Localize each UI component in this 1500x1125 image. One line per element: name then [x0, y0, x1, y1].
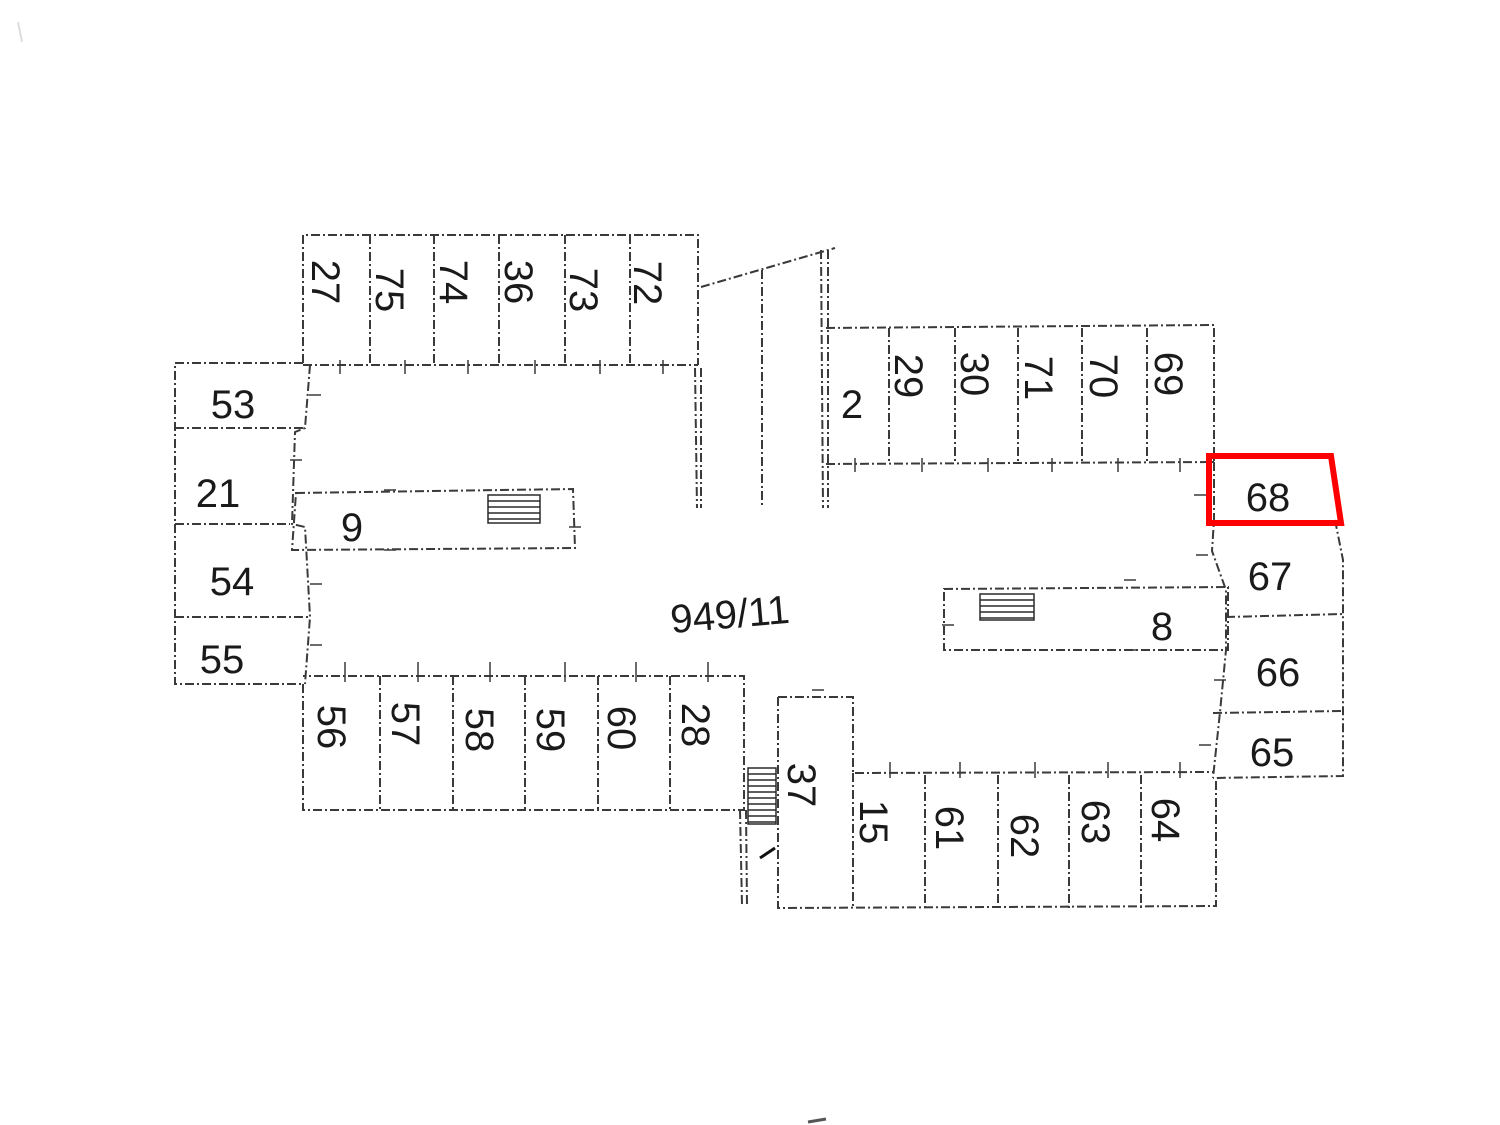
inner-block-8: [943, 585, 1229, 651]
unit-label-74: 74: [431, 260, 475, 305]
bottom-left-units: [302, 675, 748, 906]
highlight-unit-68: [1206, 453, 1345, 526]
bottom-right-units: [777, 696, 1217, 910]
unit-label-56: 56: [309, 705, 353, 750]
top-left-units: [302, 234, 699, 366]
common-area-label: 949/11: [669, 588, 792, 642]
unit-label-2: 2: [841, 383, 863, 427]
unit-label-57: 57: [383, 702, 427, 747]
unit-label-60: 60: [599, 706, 643, 751]
unit-label-53: 53: [211, 383, 256, 427]
stair-symbol-left: [487, 494, 541, 524]
unit-label-8: 8: [1151, 605, 1173, 649]
unit-label-58: 58: [457, 708, 501, 753]
unit-label-30: 30: [952, 352, 996, 397]
unit-label-29: 29: [886, 354, 930, 399]
unit-label-15: 15: [851, 800, 895, 845]
unit-label-61: 61: [927, 806, 971, 851]
unit-label-72: 72: [625, 261, 669, 306]
wall-ticks: [290, 360, 1226, 778]
unit-label-59: 59: [528, 708, 572, 753]
unit-label-63: 63: [1073, 800, 1117, 845]
unit-label-68: 68: [1246, 476, 1291, 520]
entrance-corridor: [694, 247, 836, 509]
unit-label-75: 75: [367, 268, 411, 313]
unit-label-66: 66: [1256, 651, 1301, 695]
unit-label-67: 67: [1248, 555, 1293, 599]
top-right-units: [825, 323, 1215, 465]
unit-label-55: 55: [200, 638, 245, 682]
unit-label-21: 21: [196, 472, 241, 516]
unit-label-28: 28: [673, 703, 717, 748]
stray-mark: [807, 1117, 827, 1124]
unit-label-27: 27: [303, 260, 347, 305]
left-units: [174, 362, 312, 685]
stair-symbol-right: [979, 593, 1035, 621]
unit-label-54: 54: [210, 560, 255, 604]
unit-label-64: 64: [1143, 798, 1187, 843]
unit-label-69: 69: [1146, 352, 1190, 397]
unit-label-9: 9: [341, 506, 363, 550]
unit-label-36: 36: [496, 260, 540, 305]
stair-symbol-bottom: [747, 767, 777, 825]
unit-label-62: 62: [1002, 814, 1046, 859]
inner-block-9: [290, 487, 577, 552]
unit-label-65: 65: [1250, 731, 1295, 775]
stair-outline: [747, 767, 777, 825]
bottom-door-arrow: [759, 846, 776, 860]
unit-label-37: 37: [779, 763, 823, 808]
unit-label-70: 70: [1081, 354, 1125, 399]
stray-mark: [17, 21, 23, 43]
stair-outline: [979, 593, 1035, 621]
stair-outline: [487, 494, 541, 524]
unit-label-71: 71: [1016, 356, 1060, 401]
unit-label-73: 73: [561, 268, 605, 313]
